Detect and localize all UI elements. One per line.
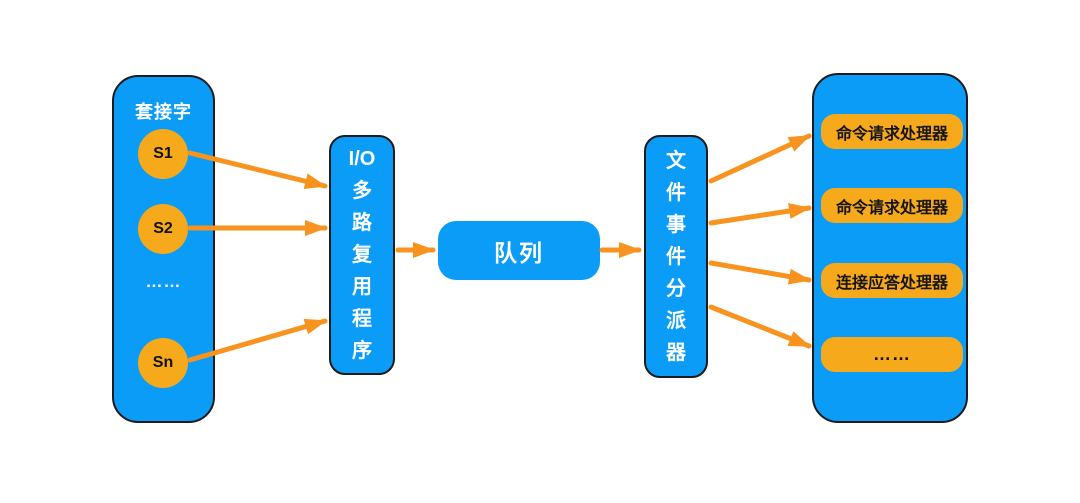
arrow-dispatcher-to-handler-1 xyxy=(708,133,812,184)
file-event-dispatcher-box: 文 件 事 件 分 派 器 xyxy=(644,135,708,378)
sockets-panel-title: 套接字 xyxy=(135,102,192,122)
socket-node-sn: Sn xyxy=(138,338,188,388)
sockets-ellipsis: …… xyxy=(145,272,182,291)
arrow-dispatcher-to-handler-3 xyxy=(708,260,812,285)
handler-command-request-1: 命令请求处理器 xyxy=(821,114,963,149)
arrow-dispatcher-to-handler-4 xyxy=(708,304,812,349)
io-multiplexer-box: I/O 多 路 复 用 程 序 xyxy=(329,135,395,375)
queue-box: 队列 xyxy=(438,221,600,280)
handler-ellipsis: …… xyxy=(821,337,963,372)
sockets-panel: 套接字 S1 S2 …… Sn xyxy=(112,75,215,423)
handler-connection-reply: 连接应答处理器 xyxy=(821,263,963,298)
socket-node-s2: S2 xyxy=(138,204,188,254)
handlers-panel: 命令请求处理器 命令请求处理器 连接应答处理器 …… xyxy=(812,73,968,423)
arrow-dispatcher-to-handler-2 xyxy=(708,203,812,226)
handler-command-request-2: 命令请求处理器 xyxy=(821,188,963,223)
socket-node-s1: S1 xyxy=(138,129,188,179)
